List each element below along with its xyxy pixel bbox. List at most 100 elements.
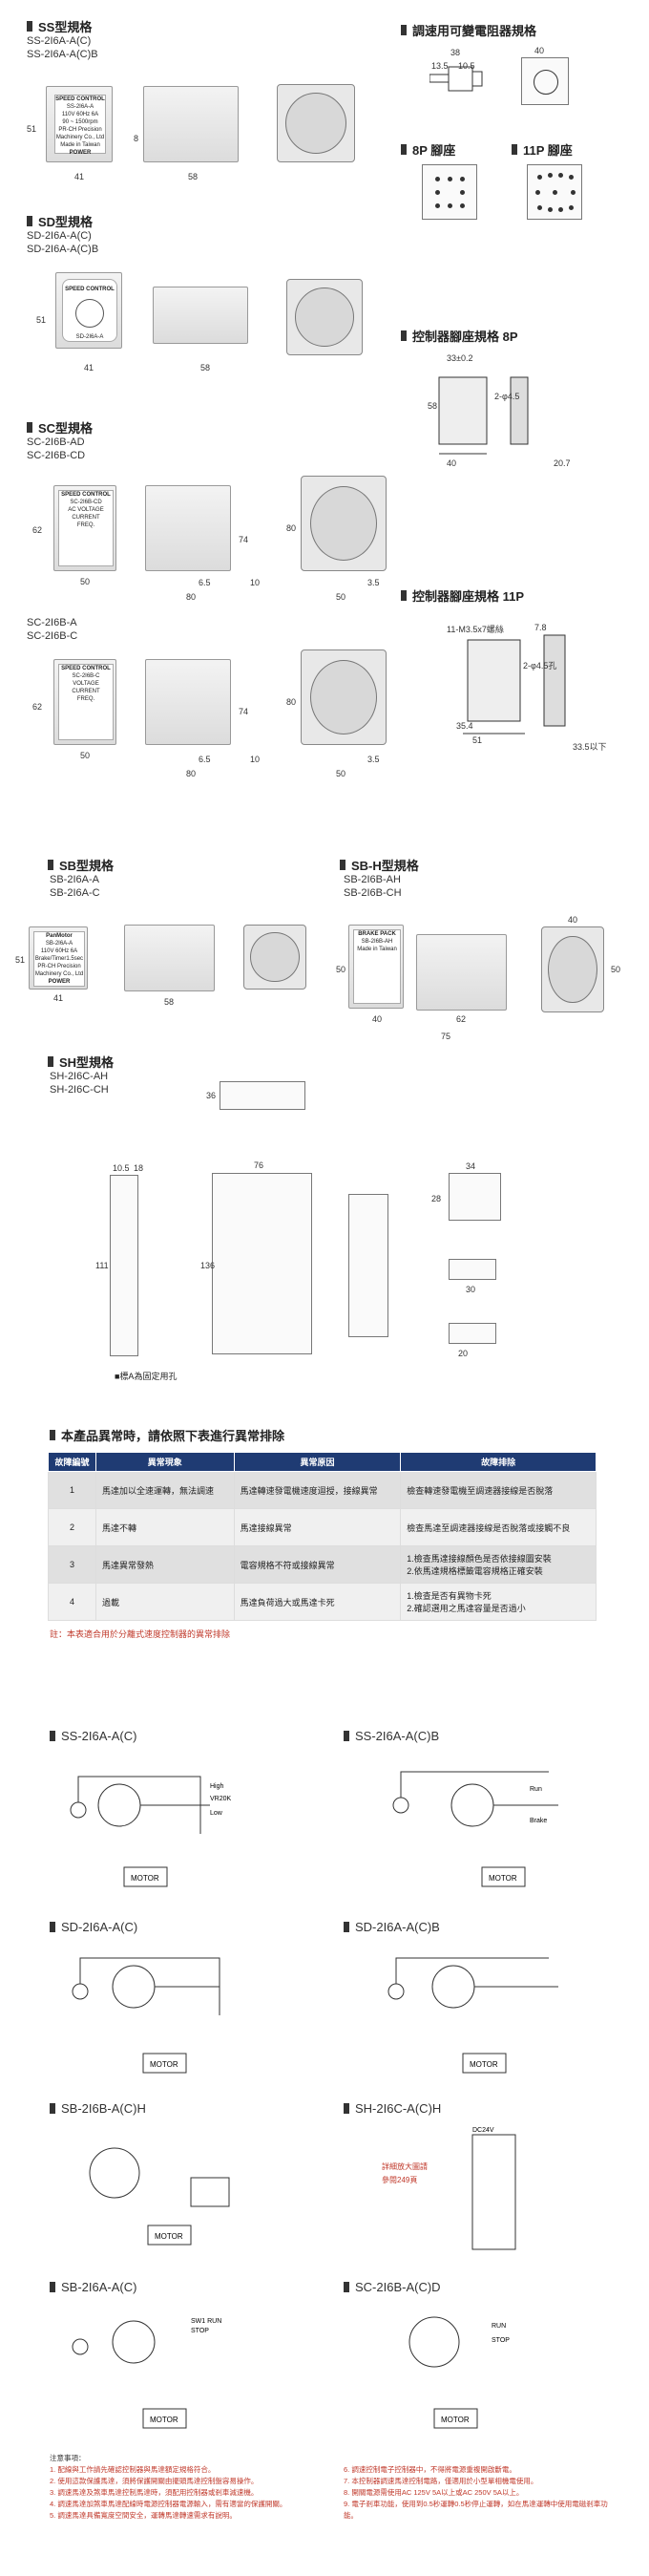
sc-section-title: SC型規格 <box>27 418 93 436</box>
svg-text:Low: Low <box>210 1810 223 1817</box>
sc1-dim-50b: 50 <box>336 592 346 602</box>
note-item: 3. 調速馬達及煞車馬達控制馬達時，須配用控制器或剎車減速機。 <box>50 2488 259 2497</box>
ctrl11p-dim-40: 35.4 <box>456 721 473 731</box>
ctrl11p-dim-335: 33.5以下 <box>573 742 607 752</box>
cell-fix: 1.檢查是否有異物卡死 2.確認選用之馬達容量是否過小 <box>400 1583 597 1621</box>
sc1-dim-74: 74 <box>239 535 249 544</box>
wiring-sh-diagram: DC24V <box>471 2127 516 2250</box>
sbh-side-view <box>416 934 507 1011</box>
ctrl11p-dim-51: 51 <box>472 735 483 745</box>
ss-front-view: SPEED CONTROL SS-2I6A-A 110V 60Hz 6A 90 … <box>46 86 113 162</box>
sd-dim-depth: 58 <box>200 363 211 373</box>
sh-dim-28: 28 <box>431 1194 442 1203</box>
ctrl-8p-drawing <box>420 363 544 478</box>
svg-text:Run: Run <box>530 1786 542 1793</box>
cell-cause: 馬達轉速發電機速度迴授，接線異常 <box>233 1471 402 1509</box>
table-row: 1 馬達加以全速運轉，無法調速 馬達轉速發電機速度迴授，接線異常 檢查轉速發電機… <box>48 1471 597 1509</box>
sh-dim-30: 30 <box>466 1285 476 1294</box>
notes-right: 6. 調速控制電子控制器中，不得將電源重複開啟斷電。 7. 本控制器調速馬達控制… <box>344 2464 620 2522</box>
sh-dim-20: 20 <box>458 1349 469 1358</box>
cell-symptom: 馬達加以全速運轉，無法調速 <box>95 1471 235 1509</box>
cell-no: 4 <box>48 1583 96 1621</box>
th-cause: 異常原因 <box>233 1452 402 1472</box>
sc1-dim-62: 62 <box>32 525 43 535</box>
speed-knob-view <box>521 57 569 105</box>
ss-models: SS-2I6A-A(C)SS-2I6A-A(C)B <box>27 35 98 60</box>
svg-text:VR20K: VR20K <box>210 1796 232 1802</box>
sc2-dim-65: 6.5 <box>199 755 211 764</box>
sb-section-title: SB型規格 <box>48 856 114 874</box>
note-item: 2. 使用這款保護馬達，須將保護開關由擺頭馬達控制盤容易操作。 <box>50 2477 259 2485</box>
wiring-sb-a-title: SB-2I6A-A(C) <box>50 2280 136 2294</box>
sh-side-drawing <box>110 1175 138 1356</box>
ctrl-8p-title: 控制器腳座規格 8P <box>401 327 518 345</box>
svg-text:MOTOR: MOTOR <box>150 2060 178 2069</box>
notes-left: 注意事項： 1. 配線與工作請先確認控制器與馬達額定規格符合。 2. 使用這款保… <box>50 2453 322 2522</box>
sh-dim-36: 36 <box>206 1091 217 1100</box>
sbh-dim-40b: 40 <box>568 915 578 925</box>
sbh-dim-50: 50 <box>336 965 346 974</box>
trouble-header-row: 故障編號 異常現象 異常原因 故障排除 <box>48 1452 597 1472</box>
sc1-dim-10: 10 <box>250 578 261 587</box>
speed-dim-105: 10.5 <box>458 61 475 71</box>
cell-cause: 馬達負荷過大或馬達卡死 <box>233 1583 402 1621</box>
ctrl11p-dim-screw: 11-M3.5x7螺絲 <box>447 625 504 634</box>
sd-socket-view <box>286 279 363 355</box>
th-symptom: 異常現象 <box>95 1452 235 1472</box>
sc2-front-view: SPEED CONTROL SC-2I6B-C VOLTAGE CURRENT … <box>53 659 116 745</box>
ctrl8p-dim-33: 33±0.2 <box>447 353 473 363</box>
trouble-table: 故障編號 異常現象 異常原因 故障排除 1 馬達加以全速運轉，無法調速 馬達轉速… <box>48 1452 597 1621</box>
base-8p-title: 8P 腳座 <box>401 140 455 159</box>
sh-front-drawing <box>212 1173 312 1354</box>
sd-side-view <box>153 287 248 344</box>
svg-text:High: High <box>210 1783 224 1790</box>
th-fix: 故障排除 <box>400 1452 597 1472</box>
ctrl8p-dim-40: 40 <box>447 458 457 468</box>
sb-socket-view <box>243 925 306 990</box>
sd-models: SD-2I6A-A(C)SD-2I6A-A(C)B <box>27 230 99 255</box>
ctrl-11p-title: 控制器腳座規格 11P <box>401 586 524 605</box>
sbh-dim-50b: 50 <box>611 965 621 974</box>
sc1-dim-35: 3.5 <box>367 578 380 587</box>
svg-text:STOP: STOP <box>191 2328 209 2334</box>
cell-fix: 檢查馬達至調速器接線是否脫落或接觸不良 <box>400 1508 597 1546</box>
sh-dim-105: 10.5 <box>113 1163 130 1173</box>
sb-front-view: PanMotor SB-2I6A-A 110V 60Hz 6A Brake/Ti… <box>29 926 88 990</box>
ctrl8p-dim-hole: 2-φ4.5 <box>494 392 520 401</box>
wiring-sd-b-diagram: MOTOR <box>387 1957 558 2074</box>
table-row: 4 過載 馬達負荷過大或馬達卡死 1.檢查是否有異物卡死 2.確認選用之馬達容量… <box>48 1583 597 1621</box>
sb-dim-41: 41 <box>53 993 64 1003</box>
sc2-dim-62: 62 <box>32 702 43 712</box>
base-11p-drawing <box>527 164 582 220</box>
note-item: 5. 調速馬達具備寬度空間安全，運轉馬達轉速需求有說明。 <box>50 2511 237 2520</box>
ss-side-view <box>143 86 239 162</box>
sc2-socket-view <box>301 649 387 745</box>
speed-adj-drawing <box>429 57 496 96</box>
sc1-front-view: SPEED CONTROL SC-2I6B-CD AC VOLTAGE CURR… <box>53 485 116 571</box>
sb-dim-58: 58 <box>164 997 175 1007</box>
wiring-sc-d-title: SC-2I6B-A(C)D <box>344 2280 441 2294</box>
sbh-front-view: BRAKE PACK SB-2I6B-AH Made in Taiwan <box>348 925 404 1009</box>
sc1-dim-50: 50 <box>80 577 91 586</box>
cell-fix: 1.檢查馬達接線顏色是否依接線圖安裝 2.依馬達規格標籤電容規格正確安裝 <box>400 1545 597 1584</box>
sh-dim-34: 34 <box>466 1161 476 1171</box>
cell-symptom: 馬達不轉 <box>95 1508 235 1546</box>
wiring-sd-a-diagram: MOTOR <box>72 1957 220 2074</box>
ctrl8p-dim-207: 20.7 <box>554 458 571 468</box>
ss-dim-depth: 58 <box>188 172 199 181</box>
sc1-dim-80b: 80 <box>286 523 297 533</box>
sd-section-title: SD型規格 <box>27 212 93 230</box>
sc1-dim-65: 6.5 <box>199 578 211 587</box>
svg-text:MOTOR: MOTOR <box>150 2416 178 2424</box>
sbh-dim-75: 75 <box>441 1032 451 1041</box>
sc2-dim-50: 50 <box>80 751 91 760</box>
note-item: 6. 調速控制電子控制器中，不得將電源重複開啟斷電。 <box>344 2465 516 2474</box>
base-11p-title: 11P 腳座 <box>512 140 573 159</box>
